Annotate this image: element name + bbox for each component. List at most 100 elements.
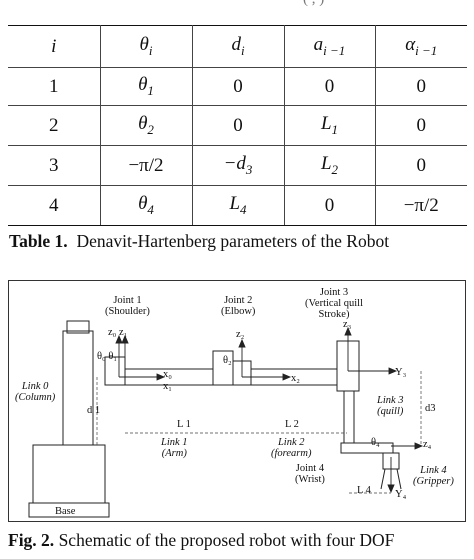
link2-label: Link 2(forearm) — [271, 437, 312, 459]
link4-label: Link 4(Gripper) — [413, 465, 454, 487]
cell-subscript: i — [240, 42, 245, 58]
cell-value: 0 — [324, 75, 335, 97]
cell-value: 1 — [49, 75, 59, 97]
cell-value: θ — [138, 113, 148, 135]
dim-l2: L 2 — [285, 419, 299, 430]
robot-schematic-figure: Joint 1(Shoulder) Joint 2(Elbow) Joint 3… — [8, 280, 466, 522]
header-cell-d: di — [192, 25, 285, 68]
cell-value: α — [405, 34, 416, 56]
header-cell-theta: θi — [100, 25, 193, 68]
cell-i: 3 — [8, 145, 101, 186]
joint4-label: Joint 4(Wrist) — [295, 463, 325, 485]
cell-value: 3 — [49, 154, 59, 176]
cell-d: 0 — [192, 105, 285, 146]
cell-alpha: −π/2 — [375, 185, 467, 226]
axis-z4: z₄ — [423, 439, 432, 450]
cell-subscript: 1 — [147, 82, 154, 98]
cell-value: 4 — [49, 194, 59, 216]
cell-subscript: i −1 — [323, 42, 346, 58]
cell-theta: θ2 — [100, 105, 193, 146]
axis-theta0-theta1: θ₀ θ₁ — [97, 351, 118, 362]
axis-y4: Y₄ — [395, 489, 407, 500]
cell-value: a — [313, 34, 324, 56]
cell-value: 0 — [324, 194, 335, 216]
cell-a: L2 — [284, 145, 376, 186]
cell-i: 1 — [8, 67, 101, 106]
figure-caption: Fig. 2. Schematic of the proposed robot … — [8, 530, 394, 551]
cell-value: θ — [139, 34, 149, 56]
cell-d: L4 — [192, 185, 285, 226]
header-fragment: ( , ) — [303, 0, 324, 8]
cell-value: 0 — [416, 114, 427, 136]
cell-subscript: 4 — [147, 201, 154, 217]
cell-subscript: 2 — [331, 161, 339, 177]
dim-l4: L 4 — [357, 485, 371, 496]
axis-z2: z₂ — [236, 329, 245, 340]
joint2-label: Joint 2(Elbow) — [221, 295, 256, 317]
cell-value: d — [231, 34, 241, 56]
cell-subscript: 3 — [245, 161, 253, 177]
joint1-label: Joint 1(Shoulder) — [105, 295, 150, 317]
figure-caption-text: Schematic of the proposed robot with fou… — [58, 530, 395, 550]
axis-theta4: θ₄ — [371, 437, 380, 448]
cell-subscript: i — [148, 42, 153, 58]
cell-d: −d3 — [192, 145, 285, 186]
cell-a: L1 — [284, 105, 376, 146]
header-cell-i: i — [8, 25, 101, 68]
link1-label: Link 1(Arm) — [161, 437, 188, 459]
cell-alpha: 0 — [375, 67, 467, 106]
table-caption: Table 1. Denavit-Hartenberg parameters o… — [9, 231, 389, 252]
base-label: Base — [55, 506, 76, 517]
quill — [343, 390, 355, 444]
cropped-header: ( , ) — [0, 0, 474, 22]
base-plate — [28, 502, 110, 518]
axis-y3: Y₃ — [395, 367, 407, 378]
link0-label: Link 0(Column) — [15, 381, 56, 403]
cell-subscript: 4 — [240, 201, 247, 217]
cell-a: 0 — [284, 67, 376, 106]
axis-theta2: θ₂ — [223, 355, 232, 366]
cell-i: 2 — [8, 105, 101, 146]
figure-caption-label: Fig. 2. — [8, 530, 55, 550]
cell-value: θ — [138, 74, 148, 96]
cell-value: −π/2 — [403, 194, 439, 216]
cell-value: −d — [223, 153, 246, 175]
wrist — [340, 442, 394, 454]
header-cell-alpha: αi −1 — [375, 25, 467, 68]
cell-theta: −π/2 — [100, 145, 193, 186]
cell-value: i — [51, 35, 57, 57]
column-body — [62, 330, 94, 446]
table-caption-text: Denavit-Hartenberg parameters of the Rob… — [76, 231, 390, 251]
cell-value: L — [229, 193, 241, 215]
cell-d: 0 — [192, 67, 285, 106]
cell-value: θ — [138, 193, 148, 215]
cell-value: L — [320, 113, 332, 135]
cell-alpha: 0 — [375, 145, 467, 186]
robot-schematic-drawing — [28, 320, 424, 518]
base-block — [32, 444, 106, 504]
cell-theta: θ1 — [100, 67, 193, 106]
table-caption-label: Table 1. — [9, 231, 68, 251]
cell-i: 4 — [8, 185, 101, 226]
cell-value: 0 — [233, 114, 243, 136]
cell-subscript: 2 — [147, 121, 154, 137]
cell-value: 0 — [233, 75, 243, 97]
cell-alpha: 0 — [375, 105, 467, 146]
dim-l1: L 1 — [177, 419, 191, 430]
axis-x1: x₁ — [163, 381, 172, 392]
cell-theta: θ4 — [100, 185, 193, 226]
cell-value: L — [320, 153, 332, 175]
axis-x2: x₂ — [291, 373, 300, 384]
cell-value: 2 — [49, 114, 59, 136]
header-cell-a: ai −1 — [284, 25, 376, 68]
dim-d1: d 1 — [87, 405, 101, 416]
axis-z0-z1: z₀ z₁ — [108, 327, 128, 338]
link3-label: Link 3(quill) — [377, 395, 404, 417]
